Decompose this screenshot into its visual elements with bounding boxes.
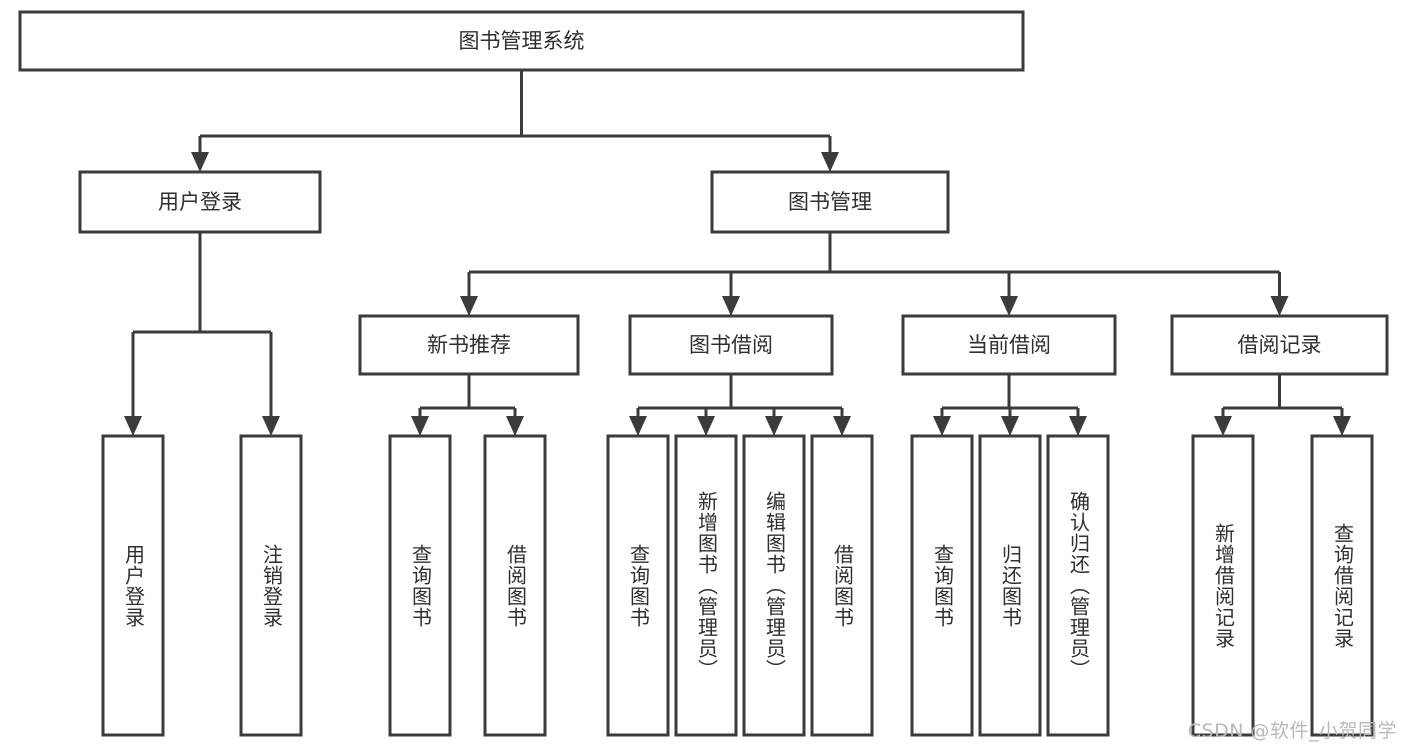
- connector-layer: [124, 70, 1351, 436]
- node-box-book-manage[interactable]: [710, 170, 950, 234]
- node-box-book-borrow[interactable]: [628, 314, 834, 376]
- arrow-head-icon: [411, 416, 429, 436]
- node-box-user-login[interactable]: [78, 170, 322, 234]
- leaf-box-add-borrow-record[interactable]: [1191, 434, 1255, 737]
- leaf-box-add-book-admin[interactable]: [674, 434, 738, 737]
- leaf-box-query-borrow-record[interactable]: [1310, 434, 1374, 737]
- leaf-box-borrow-book-2[interactable]: [810, 434, 874, 737]
- box-layer: [18, 10, 1389, 737]
- leaf-box-query-book-3[interactable]: [910, 434, 974, 737]
- leaf-box-edit-book-admin[interactable]: [742, 434, 806, 737]
- arrow-head-icon: [460, 296, 478, 316]
- node-box-current-borrow[interactable]: [901, 314, 1117, 376]
- arrow-head-icon: [191, 152, 209, 172]
- arrow-head-icon: [1069, 416, 1087, 436]
- leaf-box-user-login-do[interactable]: [101, 434, 165, 737]
- node-box-new-book-recommend[interactable]: [358, 314, 580, 376]
- arrow-head-icon: [821, 152, 839, 172]
- leaf-box-user-logout[interactable]: [239, 434, 303, 737]
- arrow-head-icon: [1270, 296, 1289, 316]
- node-box-borrow-record[interactable]: [1170, 314, 1389, 376]
- watermark: CSDN @软件_小贺同学: [1187, 720, 1397, 742]
- arrow-head-icon: [697, 416, 715, 436]
- node-label-book-manage: 图书管理: [788, 190, 872, 214]
- arrow-head-icon: [1000, 296, 1018, 316]
- node-label-user-login: 用户登录: [158, 190, 242, 214]
- node-label-current-borrow: 当前借阅: [967, 333, 1051, 357]
- leaf-box-borrow-book-1[interactable]: [483, 434, 547, 737]
- leaf-box-confirm-return-admin[interactable]: [1046, 434, 1110, 737]
- arrow-head-icon: [833, 416, 851, 436]
- arrow-head-icon: [262, 416, 280, 436]
- node-label-book-borrow: 图书借阅: [689, 333, 773, 357]
- arrow-head-icon: [765, 416, 783, 436]
- arrow-head-icon: [1001, 416, 1019, 436]
- arrow-head-icon: [124, 416, 142, 436]
- node-label-new-book-recommend: 新书推荐: [427, 333, 511, 357]
- arrow-head-icon: [933, 416, 951, 436]
- arrow-head-icon: [1214, 416, 1232, 436]
- arrow-head-icon: [1333, 416, 1351, 436]
- leaf-box-query-book-1[interactable]: [388, 434, 452, 737]
- leaf-box-return-book[interactable]: [978, 434, 1042, 737]
- node-label-root: 图书管理系统: [459, 29, 585, 53]
- arrow-head-icon: [629, 416, 647, 436]
- leaf-box-query-book-2[interactable]: [606, 434, 670, 737]
- arrow-head-icon: [506, 416, 524, 436]
- node-box-root[interactable]: [18, 10, 1025, 72]
- arrow-head-icon: [722, 296, 740, 316]
- node-label-borrow-record: 借阅记录: [1238, 333, 1322, 357]
